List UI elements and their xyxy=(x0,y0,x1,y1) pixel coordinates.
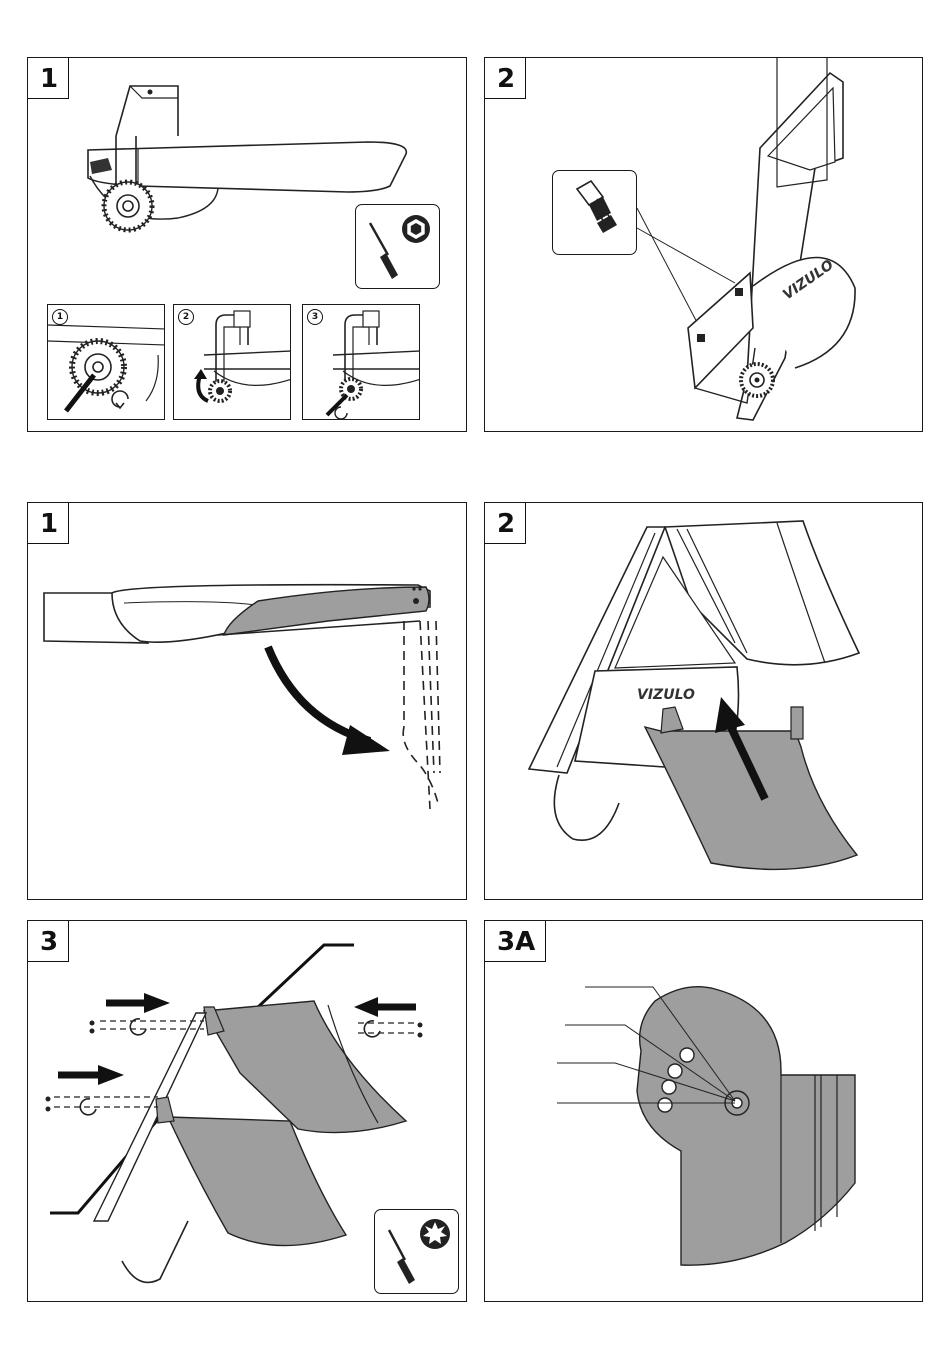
hex-socket-icon xyxy=(356,205,441,290)
hinge-position-detail xyxy=(485,921,924,1303)
panel-top-step-1: 1 1 xyxy=(27,57,467,432)
cover-install-illustration: VIZULO xyxy=(485,503,924,901)
substep-3-illustration xyxy=(303,305,420,420)
substep-2: 2 xyxy=(173,304,291,420)
panel-mid-step-2: 2 VIZULO xyxy=(484,502,923,900)
panel-bottom-step-3a: 3A xyxy=(484,920,923,1302)
panel-top-step-2: 2 VIZULO xyxy=(484,57,923,432)
substep-3: 3 xyxy=(302,304,420,420)
panel-mid-step-1: 1 xyxy=(27,502,467,900)
tool-box xyxy=(355,204,440,289)
luminaire-mounted-view: VIZULO xyxy=(485,58,924,433)
cover-open-illustration xyxy=(28,503,468,901)
substep-2-illustration xyxy=(174,305,291,420)
tool-box xyxy=(374,1209,459,1294)
torx-icon xyxy=(375,1210,460,1295)
substep-1-illustration xyxy=(48,305,165,420)
brand-logo: VIZULO xyxy=(637,687,695,703)
panel-bottom-step-3: 3 xyxy=(27,920,467,1302)
substep-1: 1 xyxy=(47,304,165,420)
